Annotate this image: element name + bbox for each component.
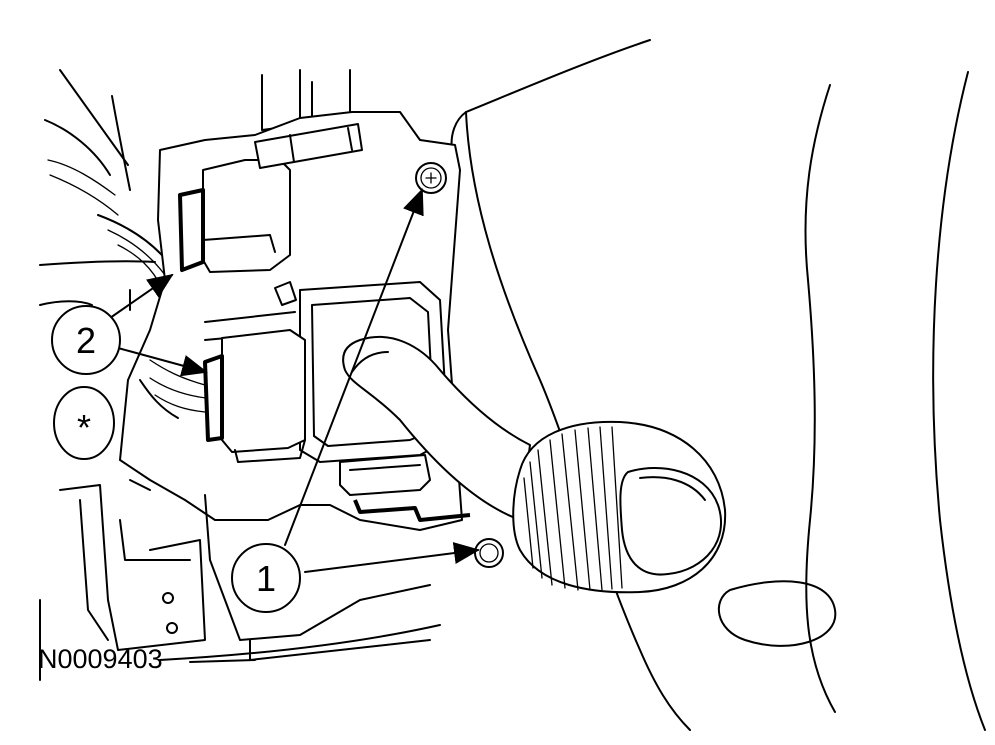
callout-asterisk-label: * xyxy=(77,407,91,448)
wiring-background xyxy=(39,69,169,311)
callout-1-circle xyxy=(231,543,301,613)
callout-asterisk: * xyxy=(53,386,115,460)
callout-asterisk-circle xyxy=(53,386,115,460)
callout-1-label: 1 xyxy=(256,558,276,599)
callout-2-circle xyxy=(51,305,121,375)
leader-lines xyxy=(109,188,480,663)
switch-housing xyxy=(119,111,504,568)
figure-id: N0009403 xyxy=(38,644,163,674)
steering-column-shroud xyxy=(450,39,691,731)
callout-1: 1 xyxy=(231,543,301,613)
figure-id-underline xyxy=(189,659,256,663)
leader-2-lower xyxy=(117,347,208,377)
leader-1-lower xyxy=(304,542,480,573)
connector-wires xyxy=(139,359,207,419)
callout-2-label: 2 xyxy=(76,320,96,361)
leader-1-upper xyxy=(284,188,424,546)
callout-2: 2 xyxy=(51,305,121,375)
multifunction-stalk xyxy=(342,335,727,594)
leader-2-upper xyxy=(109,273,174,319)
steering-wheel-outline xyxy=(717,71,986,731)
